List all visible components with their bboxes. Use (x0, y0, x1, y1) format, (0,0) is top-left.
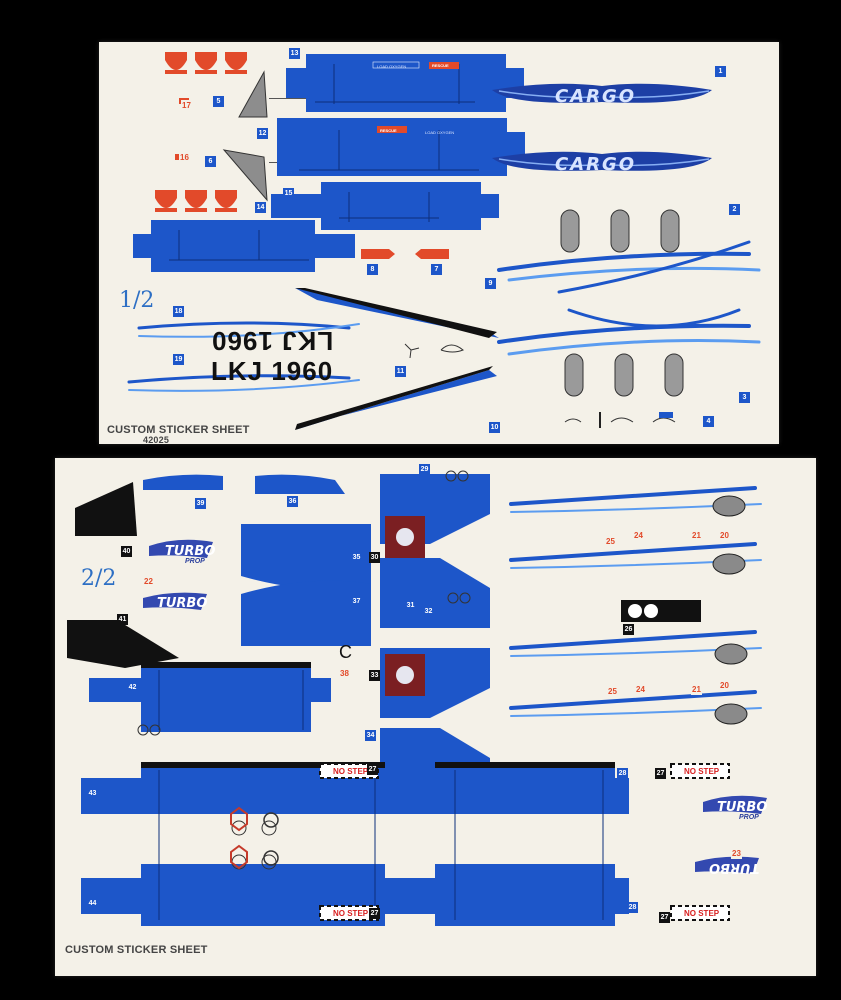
sticker-number: 19 (173, 354, 184, 365)
sticker-number: 41 (117, 614, 128, 625)
prop-logo-text: PROP (739, 814, 759, 821)
set-number: 42025 (143, 435, 170, 445)
sticker-number: 24 (635, 684, 646, 695)
insignia-badges (385, 516, 425, 696)
turbo-logo-text: TURBO (717, 800, 768, 815)
sticker-number: 11 (395, 366, 406, 377)
sticker-number: 22 (143, 576, 154, 587)
sticker-number: 39 (195, 498, 206, 509)
sticker-number: 31 (405, 600, 416, 611)
sticker-number: 36 (287, 496, 298, 507)
sticker-number: 21 (691, 684, 702, 695)
registration-mirrored: LKJ 1960 (211, 326, 334, 356)
no-step-text: NO STEP (684, 767, 720, 776)
sticker-number: 21 (691, 530, 702, 541)
sticker-number: 7 (431, 264, 442, 275)
turbo-logo-text: TURBO (165, 544, 216, 559)
no-step-placards (319, 763, 730, 921)
sheet-2-artwork (67, 470, 767, 926)
sheet-1-artwork (127, 52, 761, 430)
sticker-number: 1 (715, 66, 726, 77)
sticker-number: 8 (367, 264, 378, 275)
no-step-text: NO STEP (333, 767, 369, 776)
sticker-number: 37 (351, 596, 362, 607)
load-oxygen-label-bottom: LOAD OXYGEN (425, 130, 455, 135)
rescue-label-bottom: RESCUE (380, 128, 397, 133)
cargo-label-top: CARGO (555, 86, 637, 107)
sticker-number: 12 (257, 128, 268, 139)
sticker-number: 20 (719, 680, 730, 691)
sticker-number: 24 (633, 530, 644, 541)
sticker-sheet-1: CARGO CARGO RESCUE RESCUE LOAD OXYGEN LO… (99, 42, 779, 445)
sticker-number: 33 (369, 670, 380, 681)
sticker-number: 27 (659, 912, 670, 923)
sticker-number: 14 (255, 202, 266, 213)
sticker-number: 28 (617, 768, 628, 779)
sticker-number: 25 (607, 686, 618, 697)
rescue-label-top: RESCUE (432, 63, 449, 68)
sticker-number: 3 (739, 392, 750, 403)
sheet-caption: CUSTOM STICKER SHEET (65, 944, 208, 956)
sticker-number: 20 (719, 530, 730, 541)
sticker-sheet-2: 2/2 CUSTOM STICKER SHEET C TURBO PROP TU… (55, 458, 816, 976)
sticker-number: 27 (367, 764, 378, 775)
sheet-caption: CUSTOM STICKER SHEET (107, 424, 250, 436)
red-window-stickers-bottom (155, 154, 237, 212)
sticker-number: 26 (623, 624, 634, 635)
sticker-number: 15 (283, 188, 294, 199)
cargo-emblem-top (492, 83, 712, 103)
sticker-number: 27 (369, 908, 380, 919)
sticker-number: 40 (121, 546, 132, 557)
sticker-number: 10 (489, 422, 500, 433)
sticker-number: 5 (213, 96, 224, 107)
sticker-number: 42 (127, 682, 138, 693)
sticker-number: 25 (605, 536, 616, 547)
no-step-text: NO STEP (333, 909, 369, 918)
registration: LKJ 1960 (211, 356, 334, 386)
letter-c: C (339, 642, 352, 662)
cargo-label-bottom: CARGO (555, 154, 637, 175)
load-oxygen-label-top: LOAD OXYGEN (377, 64, 407, 69)
turbo-prop-logos (143, 539, 767, 874)
sticker-number: 44 (87, 898, 98, 909)
sheet-label: 2/2 (81, 566, 117, 591)
sticker-number: 2 (729, 204, 740, 215)
sticker-number: 23 (731, 848, 742, 859)
turbo-logo-text: TURBO (709, 860, 760, 875)
sticker-number: 27 (655, 768, 666, 779)
sticker-number: 4 (703, 416, 714, 427)
sticker-number: 43 (87, 788, 98, 799)
sticker-number: 35 (351, 552, 362, 563)
sticker-number: 6 (205, 156, 216, 167)
cargo-emblem-bottom (492, 151, 712, 171)
sheet-label: 1/2 (119, 288, 155, 313)
sticker-number: 30 (369, 552, 380, 563)
sticker-number: 29 (419, 464, 430, 475)
sticker-number: 13 (289, 48, 300, 59)
red-window-stickers-top (165, 52, 247, 104)
turbo-logo-text: TURBO (157, 596, 208, 611)
sticker-number: 9 (485, 278, 496, 289)
sticker-number: 38 (339, 668, 350, 679)
sticker-number: 17 (181, 100, 192, 111)
sticker-number: 16 (179, 152, 190, 163)
no-step-text: NO STEP (684, 909, 720, 918)
sticker-number: 32 (423, 606, 434, 617)
sticker-number: 18 (173, 306, 184, 317)
prop-logo-text: PROP (185, 558, 205, 565)
sticker-number: 28 (627, 902, 638, 913)
sticker-number: 34 (365, 730, 376, 741)
